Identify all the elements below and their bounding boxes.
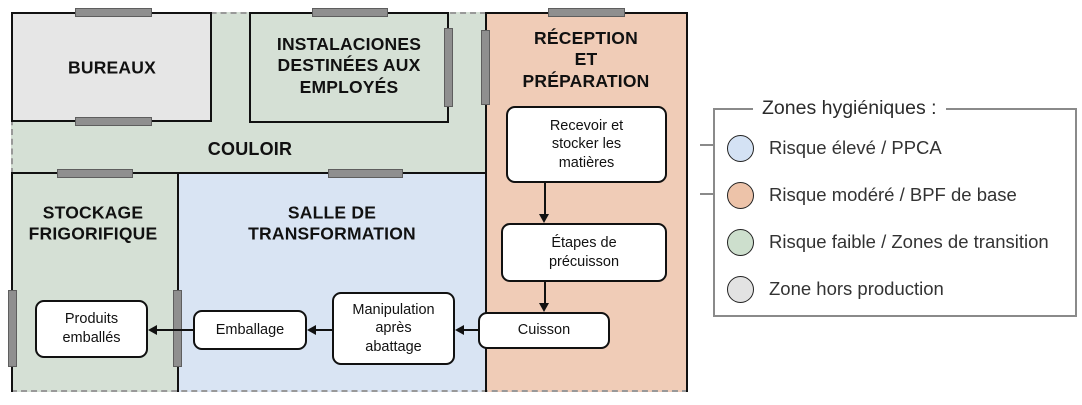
label-cold-storage: STOCKAGE FRIGORIFIQUE [28, 202, 158, 244]
swatch-low-risk [727, 228, 754, 256]
legend-label-non-production: Zone hors production [769, 278, 944, 299]
legend-item-high-risk: Risque élevé / PPCA [727, 134, 942, 162]
door-reception-top [548, 8, 625, 17]
legend-label-low-risk: Risque faible / Zones de transition [769, 231, 1049, 252]
step-packing: Emballage [193, 310, 307, 350]
dashed-bottom-boundary [11, 390, 688, 392]
step-receive-store: Recevoir et stocker les matières [506, 106, 667, 183]
legend-item-non-production: Zone hors production [727, 275, 944, 303]
legend-item-low-risk: Risque faible / Zones de transition [727, 228, 1049, 256]
legend-label-moderate-risk: Risque modéré / BPF de base [769, 184, 1017, 205]
arrow-precook-to-cook [544, 282, 546, 305]
legend-tick-2 [700, 193, 713, 195]
label-offices: BUREAUX [68, 57, 156, 78]
wall-corridor-bottom [11, 172, 486, 174]
arrowhead-receive-to-precook [539, 214, 549, 223]
label-reception: RÉCEPTION ET PRÉPARATION [522, 27, 650, 91]
door-processing-room [328, 169, 403, 178]
step-precooking: Étapes de précuisson [501, 223, 667, 282]
arrow-receive-to-precook [544, 183, 546, 216]
wall-right [686, 12, 688, 392]
label-processing-room: SALLE DE TRANSFORMATION [248, 202, 416, 244]
arrow-packing-to-products [157, 329, 193, 331]
arrowhead-cook-to-handling [455, 325, 464, 335]
legend-title: Zones hygiéniques : [753, 97, 946, 120]
swatch-moderate-risk [727, 181, 754, 209]
legend: Zones hygiéniques : Risque élevé / PPCA … [700, 97, 1077, 317]
legend-tick-1 [700, 144, 713, 146]
wall-storage-left [11, 172, 13, 392]
swatch-high-risk [727, 134, 754, 162]
wall-reception-left [485, 12, 487, 392]
label-corridor: COULOIR [207, 139, 293, 160]
arrow-cook-to-handling [464, 329, 478, 331]
arrowhead-packing-to-products [148, 325, 157, 335]
door-reception-left [481, 30, 490, 105]
arrowhead-precook-to-cook [539, 303, 549, 312]
step-cooking: Cuisson [478, 312, 610, 349]
door-offices-bottom [75, 117, 152, 126]
wall-storage-processing [177, 172, 179, 392]
step-post-slaughter-handling: Manipulation après abattage [332, 292, 455, 365]
door-staff-right [444, 28, 453, 107]
door-cold-storage [57, 169, 133, 178]
legend-item-moderate-risk: Risque modéré / BPF de base [727, 181, 1017, 209]
step-packed-products: Produits emballés [35, 300, 148, 358]
door-storage-processing [173, 290, 182, 367]
door-cold-storage-left [8, 290, 17, 367]
door-offices-top [75, 8, 152, 17]
legend-label-high-risk: Risque élevé / PPCA [769, 137, 942, 158]
dashed-top-boundary [11, 12, 486, 14]
floor-plan: BUREAUX INSTALACIONES DESTINÉES AUX EMPL… [8, 8, 688, 392]
label-staff-facilities: INSTALACIONES DESTINÉES AUX EMPLOYÉS [276, 33, 422, 97]
arrow-handling-to-packing [316, 329, 332, 331]
door-staff-top [312, 8, 388, 17]
arrowhead-handling-to-packing [307, 325, 316, 335]
swatch-non-production [727, 275, 754, 303]
